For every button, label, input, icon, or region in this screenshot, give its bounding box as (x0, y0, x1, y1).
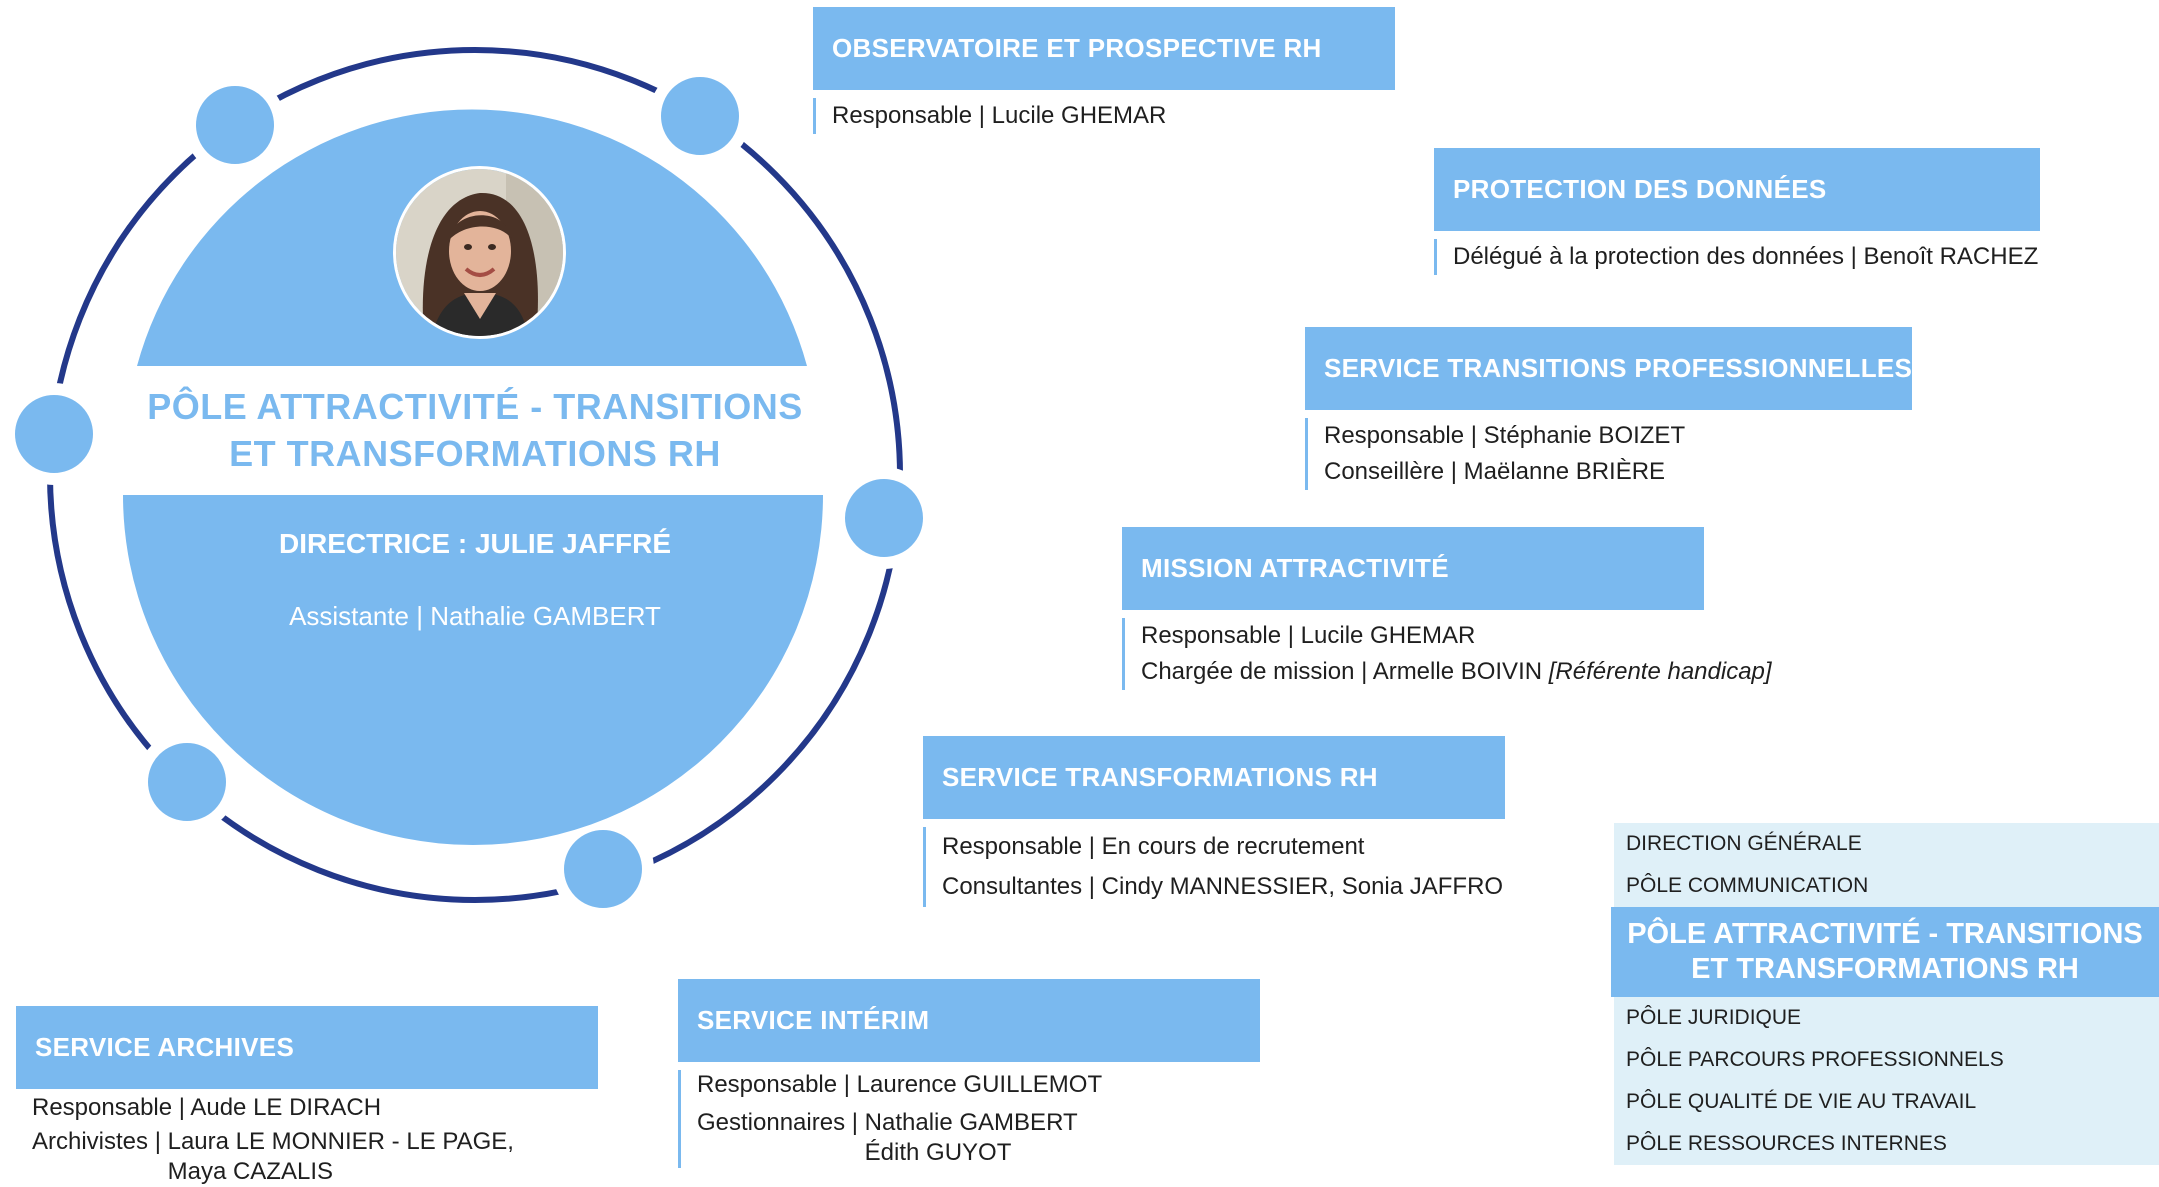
legend-item[interactable]: PÔLE JURIDIQUE (1614, 997, 2159, 1039)
unit-line: Chargée de mission | Armelle BOIVIN [Réf… (1141, 654, 1772, 690)
unit-line: Responsable | En cours de recrutement (942, 833, 1365, 860)
unit-details: Responsable | Lucile GHEMAR (813, 98, 1395, 134)
legend-item[interactable]: PÔLE QUALITÉ DE VIE AU TRAVAIL (1614, 1081, 2159, 1123)
person-name: Nathalie GAMBERT (864, 1109, 1078, 1136)
unit-line-text: Chargée de mission | Armelle BOIVIN (1141, 658, 1549, 685)
unit-attractivite: MISSION ATTRACTIVITÉ Responsable | Lucil… (1122, 527, 1772, 690)
person-name: Maya CAZALIS (167, 1158, 333, 1185)
unit-details: Responsable | Laurence GUILLEMOT Gestion… (678, 1070, 1260, 1168)
unit-line: Responsable | Lucile GHEMAR (832, 102, 1167, 129)
unit-line: Responsable | Stéphanie BOIZET (1324, 422, 1686, 449)
pole-title-line1: PÔLE ATTRACTIVITÉ - TRANSITIONS (147, 386, 803, 427)
unit-title: MISSION ATTRACTIVITÉ (1122, 527, 1704, 610)
satellite-dot (136, 731, 238, 833)
referente-note: [Référente handicap] (1548, 658, 1772, 685)
unit-line-label: Archivistes | (32, 1128, 168, 1155)
pole-legend: DIRECTION GÉNÉRALE PÔLE COMMUNICATION PÔ… (1611, 823, 2159, 1165)
unit-observatoire: OBSERVATOIRE ET PROSPECTIVE RH Responsab… (813, 7, 1395, 134)
unit-names: Laura LE MONNIER - LE PAGE, Maya CAZALIS (168, 1127, 514, 1187)
unit-archives: SERVICE ARCHIVES Responsable | Aude LE D… (16, 1006, 598, 1187)
person-name: Laura LE MONNIER - LE PAGE, (167, 1128, 514, 1155)
unit-line: Conseillère | Maëlanne BRIÈRE (1324, 458, 1666, 485)
unit-line: Responsable | Laurence GUILLEMOT (697, 1071, 1103, 1098)
unit-line: Archivistes | Laura LE MONNIER - LE PAGE… (32, 1127, 598, 1187)
pole-title: PÔLE ATTRACTIVITÉ - TRANSITIONS ET TRANS… (120, 383, 830, 477)
director-photo (393, 166, 566, 339)
unit-line-label: Gestionnaires | (697, 1109, 865, 1136)
unit-details: Responsable | Lucile GHEMAR Chargée de m… (1122, 618, 1772, 690)
unit-details: Responsable | Stéphanie BOIZET Conseillè… (1305, 418, 1912, 490)
unit-title: SERVICE TRANSITIONS PROFESSIONNELLES (1305, 327, 1912, 410)
satellite-dot (833, 467, 935, 569)
legend-item-active[interactable]: PÔLE ATTRACTIVITÉ - TRANSITIONS ET TRANS… (1611, 907, 2159, 997)
legend-item[interactable]: DIRECTION GÉNÉRALE (1614, 823, 2159, 865)
unit-line: Responsable | Lucile GHEMAR (1141, 622, 1476, 649)
unit-interim: SERVICE INTÉRIM Responsable | Laurence G… (678, 979, 1260, 1168)
unit-details: Délégué à la protection des données | Be… (1434, 239, 2040, 275)
unit-title: OBSERVATOIRE ET PROSPECTIVE RH (813, 7, 1395, 90)
satellite-dot (552, 818, 654, 920)
unit-transformations: SERVICE TRANSFORMATIONS RH Responsable |… (923, 736, 1505, 907)
hub-graphic (3, 47, 935, 920)
legend-item[interactable]: PÔLE RESSOURCES INTERNES (1614, 1123, 2159, 1165)
unit-title: SERVICE INTÉRIM (678, 979, 1260, 1062)
unit-line: Délégué à la protection des données | Be… (1453, 243, 2039, 270)
legend-item[interactable]: PÔLE PARCOURS PROFESSIONNELS (1614, 1039, 2159, 1081)
unit-names: Nathalie GAMBERT Édith GUYOT (865, 1108, 1078, 1168)
unit-details: Responsable | Aude LE DIRACH Archivistes… (16, 1093, 598, 1187)
director-name: DIRECTRICE : JULIE JAFFRÉ (278, 528, 672, 559)
unit-line: Gestionnaires | Nathalie GAMBERT Édith G… (697, 1108, 1260, 1168)
unit-details: Responsable | En cours de recrutement Co… (923, 827, 1505, 907)
satellite-dot (649, 65, 751, 167)
unit-protection-donnees: PROTECTION DES DONNÉES Délégué à la prot… (1434, 148, 2040, 275)
unit-title: SERVICE ARCHIVES (16, 1006, 598, 1089)
legend-active-line2: ET TRANSFORMATIONS RH (1691, 953, 2079, 985)
satellite-dot (184, 74, 286, 176)
hub-disc-bottom (123, 495, 823, 845)
satellite-dot (3, 383, 105, 485)
unit-title: PROTECTION DES DONNÉES (1434, 148, 2040, 231)
person-name: Édith GUYOT (864, 1139, 1012, 1166)
unit-line: Responsable | Aude LE DIRACH (32, 1094, 382, 1121)
legend-item[interactable]: PÔLE COMMUNICATION (1614, 865, 2159, 907)
assistant-line: Assistante | Nathalie GAMBERT (289, 601, 661, 631)
unit-line: Consultantes | Cindy MANNESSIER, Sonia J… (942, 873, 1504, 900)
unit-transitions: SERVICE TRANSITIONS PROFESSIONNELLES Res… (1305, 327, 1912, 490)
unit-title: SERVICE TRANSFORMATIONS RH (923, 736, 1505, 819)
legend-active-line1: PÔLE ATTRACTIVITÉ - TRANSITIONS (1627, 918, 2143, 950)
pole-title-line2: ET TRANSFORMATIONS RH (229, 433, 721, 474)
